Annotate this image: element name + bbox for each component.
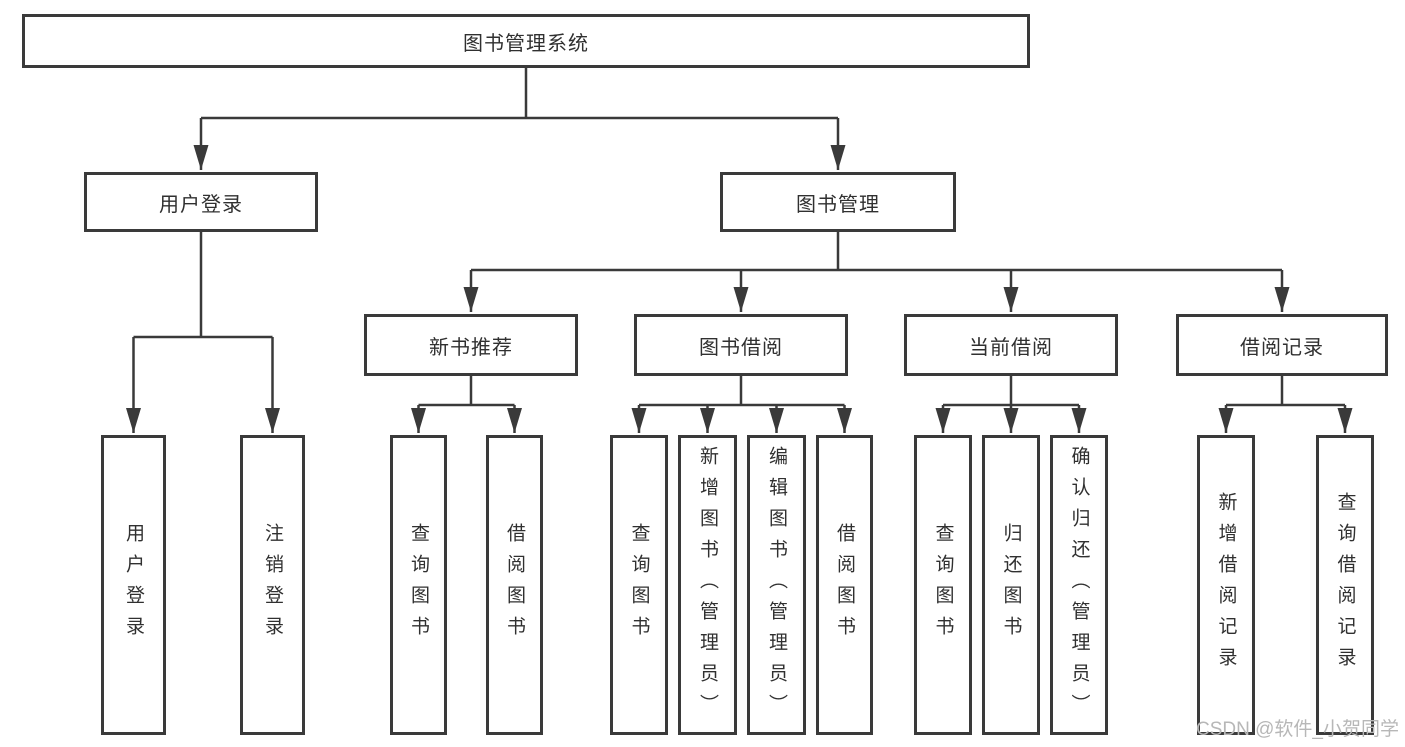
leaf-borrow-books-borrow: 借阅图书 xyxy=(816,435,873,735)
tree-arrows xyxy=(126,118,1353,433)
leaf-logout: 注销登录 xyxy=(240,435,305,735)
node-book-borrow: 图书借阅 xyxy=(634,314,848,376)
leaf-query-books-current: 查询图书 xyxy=(914,435,972,735)
watermark-text: CSDN @软件_小贺同学 xyxy=(1196,719,1399,740)
leaf-add-book-admin: 新增图书（管理员） xyxy=(678,435,737,735)
node-new-book-recommend: 新书推荐 xyxy=(364,314,578,376)
leaf-query-borrow-record: 查询借阅记录 xyxy=(1316,435,1374,735)
leaf-return-book: 归还图书 xyxy=(982,435,1040,735)
leaf-borrow-books-recommend: 借阅图书 xyxy=(486,435,543,735)
leaf-query-books-borrow: 查询图书 xyxy=(610,435,668,735)
leaf-add-borrow-record: 新增借阅记录 xyxy=(1197,435,1255,735)
node-borrow-records: 借阅记录 xyxy=(1176,314,1388,376)
leaf-query-books-recommend: 查询图书 xyxy=(390,435,447,735)
node-current-borrow: 当前借阅 xyxy=(904,314,1118,376)
node-root-system: 图书管理系统 xyxy=(22,14,1030,68)
node-book-management: 图书管理 xyxy=(720,172,956,232)
node-user-login: 用户登录 xyxy=(84,172,318,232)
leaf-edit-book-admin: 编辑图书（管理员） xyxy=(747,435,806,735)
leaf-confirm-return-admin: 确认归还（管理员） xyxy=(1050,435,1108,735)
tree-edges xyxy=(133,68,1345,407)
leaf-user-login: 用户登录 xyxy=(101,435,166,735)
